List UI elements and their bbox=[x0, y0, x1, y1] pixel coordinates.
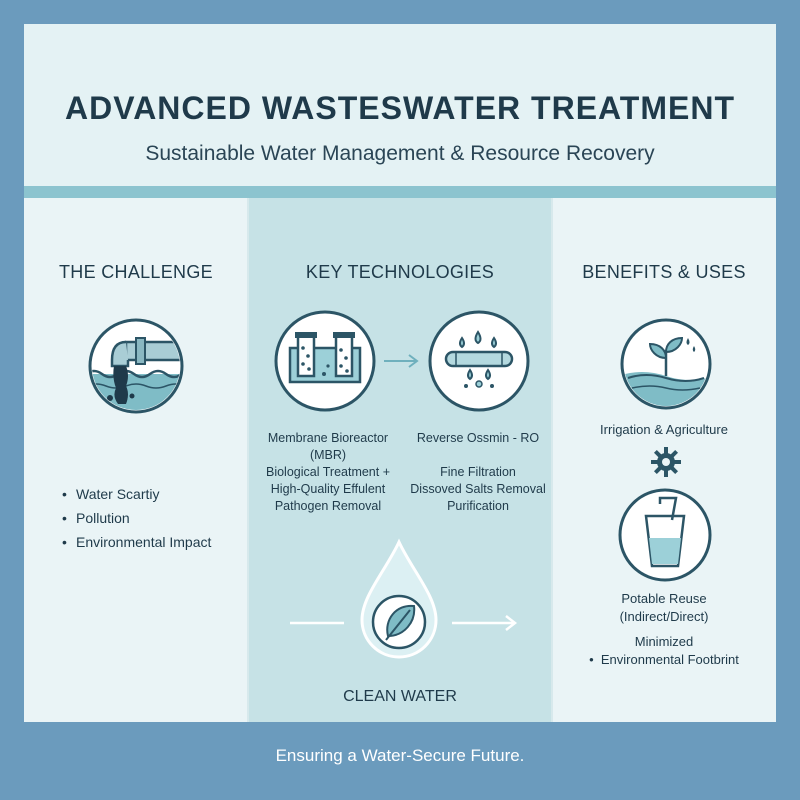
page-title: ADVANCED WASTESWATER TREATMENT bbox=[65, 90, 735, 126]
challenge-column: THE CHALLENGE Water Scartiy Pollution En… bbox=[24, 198, 248, 722]
ro-name: Reverse Ossmin - RO bbox=[416, 431, 540, 445]
irrigation-label: Irrigation & Agriculture bbox=[600, 422, 728, 437]
list-item: Environmental Impact bbox=[62, 530, 211, 554]
drinking-glass-icon bbox=[618, 488, 712, 582]
footprint-label: Minimized • Environmental Footbrint bbox=[552, 633, 776, 669]
arrow-right-icon bbox=[452, 615, 518, 631]
header-divider bbox=[24, 186, 776, 198]
benefits-column: BENEFITS & USES Irrigation & Agriculture bbox=[552, 198, 776, 722]
reverse-osmosis-icon bbox=[428, 310, 530, 412]
gear-icon bbox=[651, 447, 681, 477]
arrow-line-left bbox=[290, 621, 344, 625]
clean-water-label: CLEAN WATER bbox=[343, 688, 457, 705]
footprint-text: • Environmental Footbrint bbox=[589, 652, 739, 667]
ro-label: Reverse Ossmin - RO Fine Filtration Diss… bbox=[408, 430, 548, 515]
column-divider bbox=[247, 198, 249, 722]
potable-line1: Potable Reuse bbox=[621, 591, 707, 606]
footer-tagline: Ensuring a Water-Secure Future. bbox=[275, 746, 525, 765]
infographic-panel: ADVANCED WASTESWATER TREATMENT Sustainab… bbox=[24, 24, 776, 722]
benefits-title: BENEFITS & USES bbox=[582, 262, 746, 282]
column-divider bbox=[551, 198, 553, 722]
list-item: Water Scartiy bbox=[62, 482, 211, 506]
ro-detail: Fine Filtration bbox=[440, 465, 516, 479]
ro-detail: Purification bbox=[447, 499, 509, 513]
ro-detail: Dissoved Salts Removal bbox=[410, 482, 546, 496]
page-subtitle: Sustainable Water Management & Resource … bbox=[145, 142, 655, 165]
minimized-text: Minimized bbox=[634, 634, 694, 649]
header: ADVANCED WASTESWATER TREATMENT Sustainab… bbox=[24, 24, 776, 186]
membrane-bioreactor-icon bbox=[274, 310, 376, 412]
water-drop-leaf-icon bbox=[360, 538, 438, 659]
mbr-detail: Pathogen Removal bbox=[274, 499, 382, 513]
mbr-detail: Biological Treatment + bbox=[265, 465, 391, 479]
mbr-name-line2: (MBR) bbox=[309, 448, 347, 462]
challenge-title: THE CHALLENGE bbox=[59, 262, 213, 282]
technologies-column: KEY TECHNOLOGIES bbox=[248, 198, 552, 722]
potable-line2: (Indirect/Direct) bbox=[619, 609, 709, 624]
polluting-pipe-icon bbox=[88, 318, 184, 414]
mbr-name-line1: Membrane Bioreactor bbox=[267, 431, 389, 445]
potable-label: Potable Reuse (Indirect/Direct) bbox=[552, 590, 776, 626]
list-item: Pollution bbox=[62, 506, 211, 530]
mbr-label: Membrane Bioreactor (MBR) Biological Tre… bbox=[258, 430, 398, 515]
irrigation-sprout-icon bbox=[620, 318, 712, 410]
technologies-title: KEY TECHNOLOGIES bbox=[305, 262, 495, 282]
footprint-line: Environmental Footbrint bbox=[600, 652, 739, 667]
mbr-detail: High-Quality Effulent bbox=[270, 482, 386, 496]
challenge-list: Water Scartiy Pollution Environmental Im… bbox=[62, 482, 211, 554]
arrow-right-icon bbox=[384, 354, 419, 368]
